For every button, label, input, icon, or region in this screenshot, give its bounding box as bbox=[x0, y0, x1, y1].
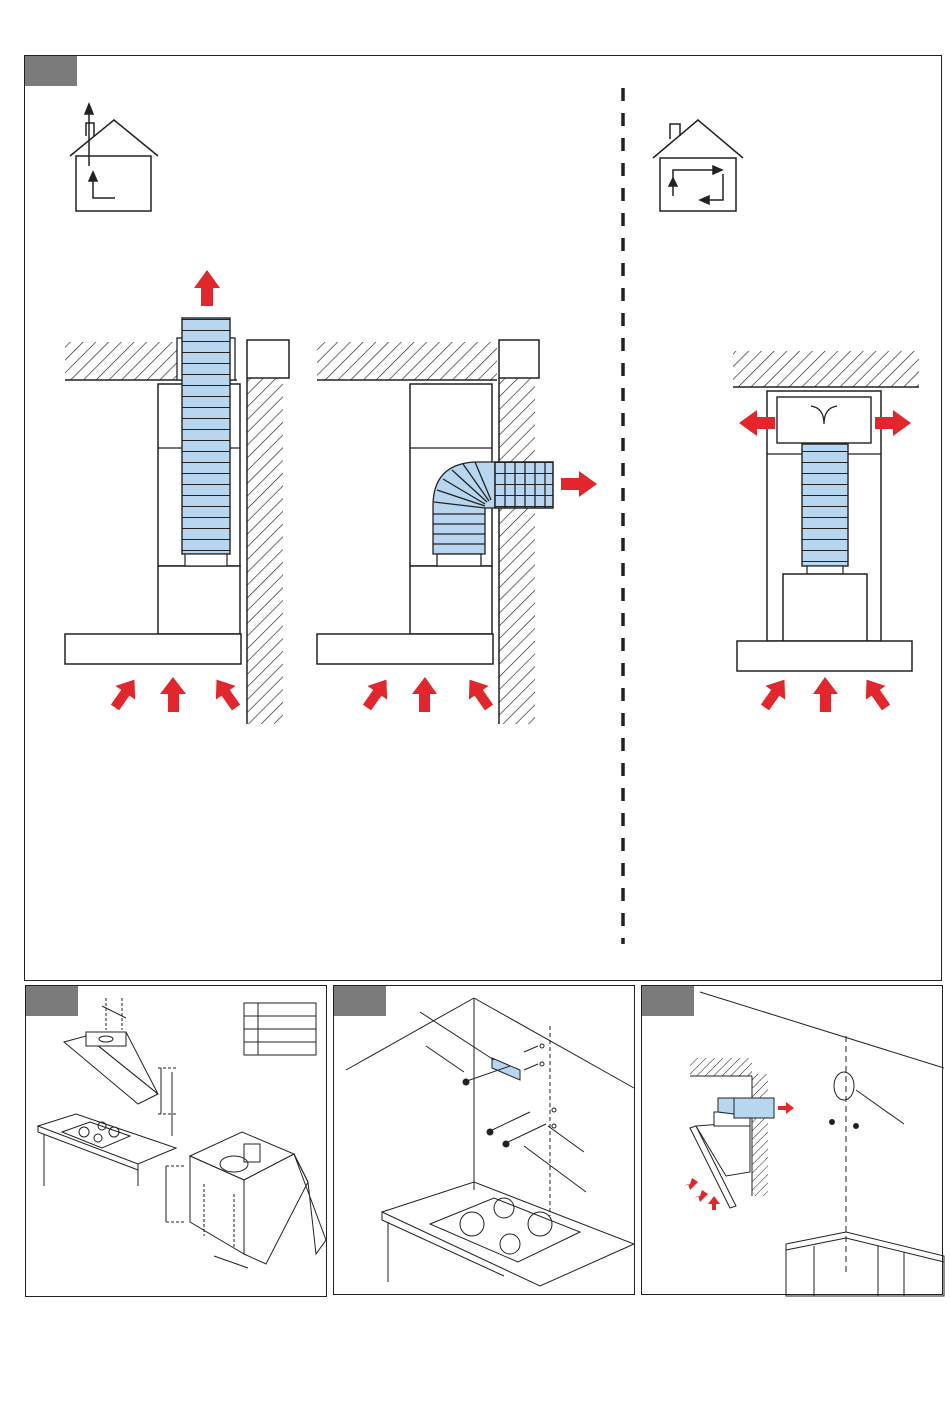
figure-vertical-ducted bbox=[65, 318, 289, 724]
hood-angled-left bbox=[64, 998, 158, 1104]
measurement-diagram bbox=[26, 986, 328, 1298]
main-installation-panel bbox=[24, 55, 942, 981]
wall-bracket bbox=[420, 1012, 520, 1080]
hood-box-3d bbox=[190, 1132, 326, 1268]
main-diagram bbox=[25, 56, 943, 982]
screws-and-plugs bbox=[426, 1044, 556, 1147]
measurement-panel bbox=[25, 985, 327, 1297]
counter-with-hob bbox=[382, 1182, 634, 1286]
wall-fixing-panel bbox=[333, 985, 635, 1295]
figure-elbow-ducted bbox=[317, 340, 553, 724]
wall-fixing-diagram bbox=[334, 986, 636, 1296]
flexible-duct bbox=[182, 318, 230, 554]
wall-duct-hole bbox=[834, 1072, 854, 1100]
dimension-table bbox=[244, 1003, 316, 1055]
wall-cabinet bbox=[786, 1232, 944, 1296]
counter-with-hob bbox=[38, 1114, 176, 1186]
duct-connection-panel bbox=[641, 985, 943, 1295]
duct-connection-diagram bbox=[642, 986, 944, 1296]
recirculation-duct bbox=[802, 444, 848, 566]
house-recirculation-icon bbox=[653, 120, 743, 211]
figure-recirculation bbox=[733, 351, 919, 671]
house-ducted-outside-icon bbox=[70, 104, 158, 211]
